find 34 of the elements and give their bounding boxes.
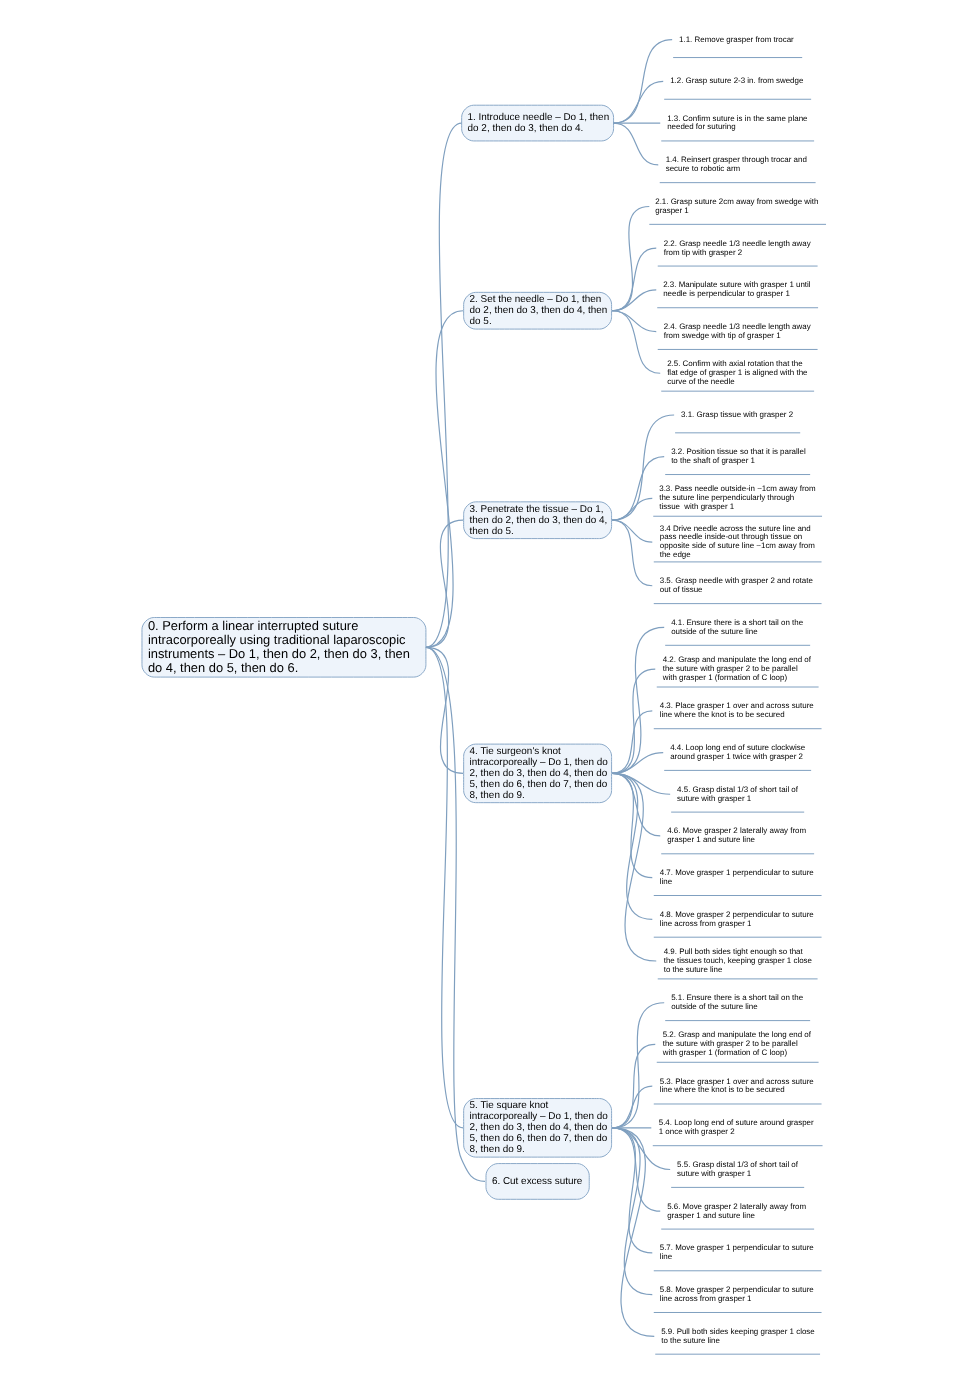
connector (611, 1043, 656, 1129)
connector (611, 519, 653, 587)
connector (611, 247, 657, 312)
connector (612, 39, 673, 124)
connector (611, 456, 665, 521)
connector (612, 122, 661, 124)
connector (611, 310, 657, 333)
connector (612, 122, 659, 166)
connector (611, 1127, 653, 1296)
connector (612, 80, 664, 124)
connector (611, 668, 656, 774)
connector (425, 646, 464, 1129)
connector (425, 122, 463, 648)
connector (611, 289, 657, 312)
connector (425, 519, 464, 648)
connector (611, 1127, 661, 1212)
connector (611, 1127, 655, 1337)
connector (611, 497, 653, 521)
connector (611, 1127, 652, 1129)
connector (611, 626, 665, 774)
connector (425, 646, 486, 1183)
connector (611, 1085, 653, 1129)
connector (425, 310, 464, 648)
connector (611, 772, 653, 879)
connector (611, 710, 653, 774)
connector (611, 414, 675, 521)
connector (611, 310, 661, 374)
connector (611, 1127, 653, 1254)
connector (611, 1002, 665, 1129)
connector (611, 1127, 671, 1171)
connector (611, 772, 657, 962)
connector (611, 772, 661, 837)
connector (425, 646, 464, 774)
connector (611, 772, 653, 920)
